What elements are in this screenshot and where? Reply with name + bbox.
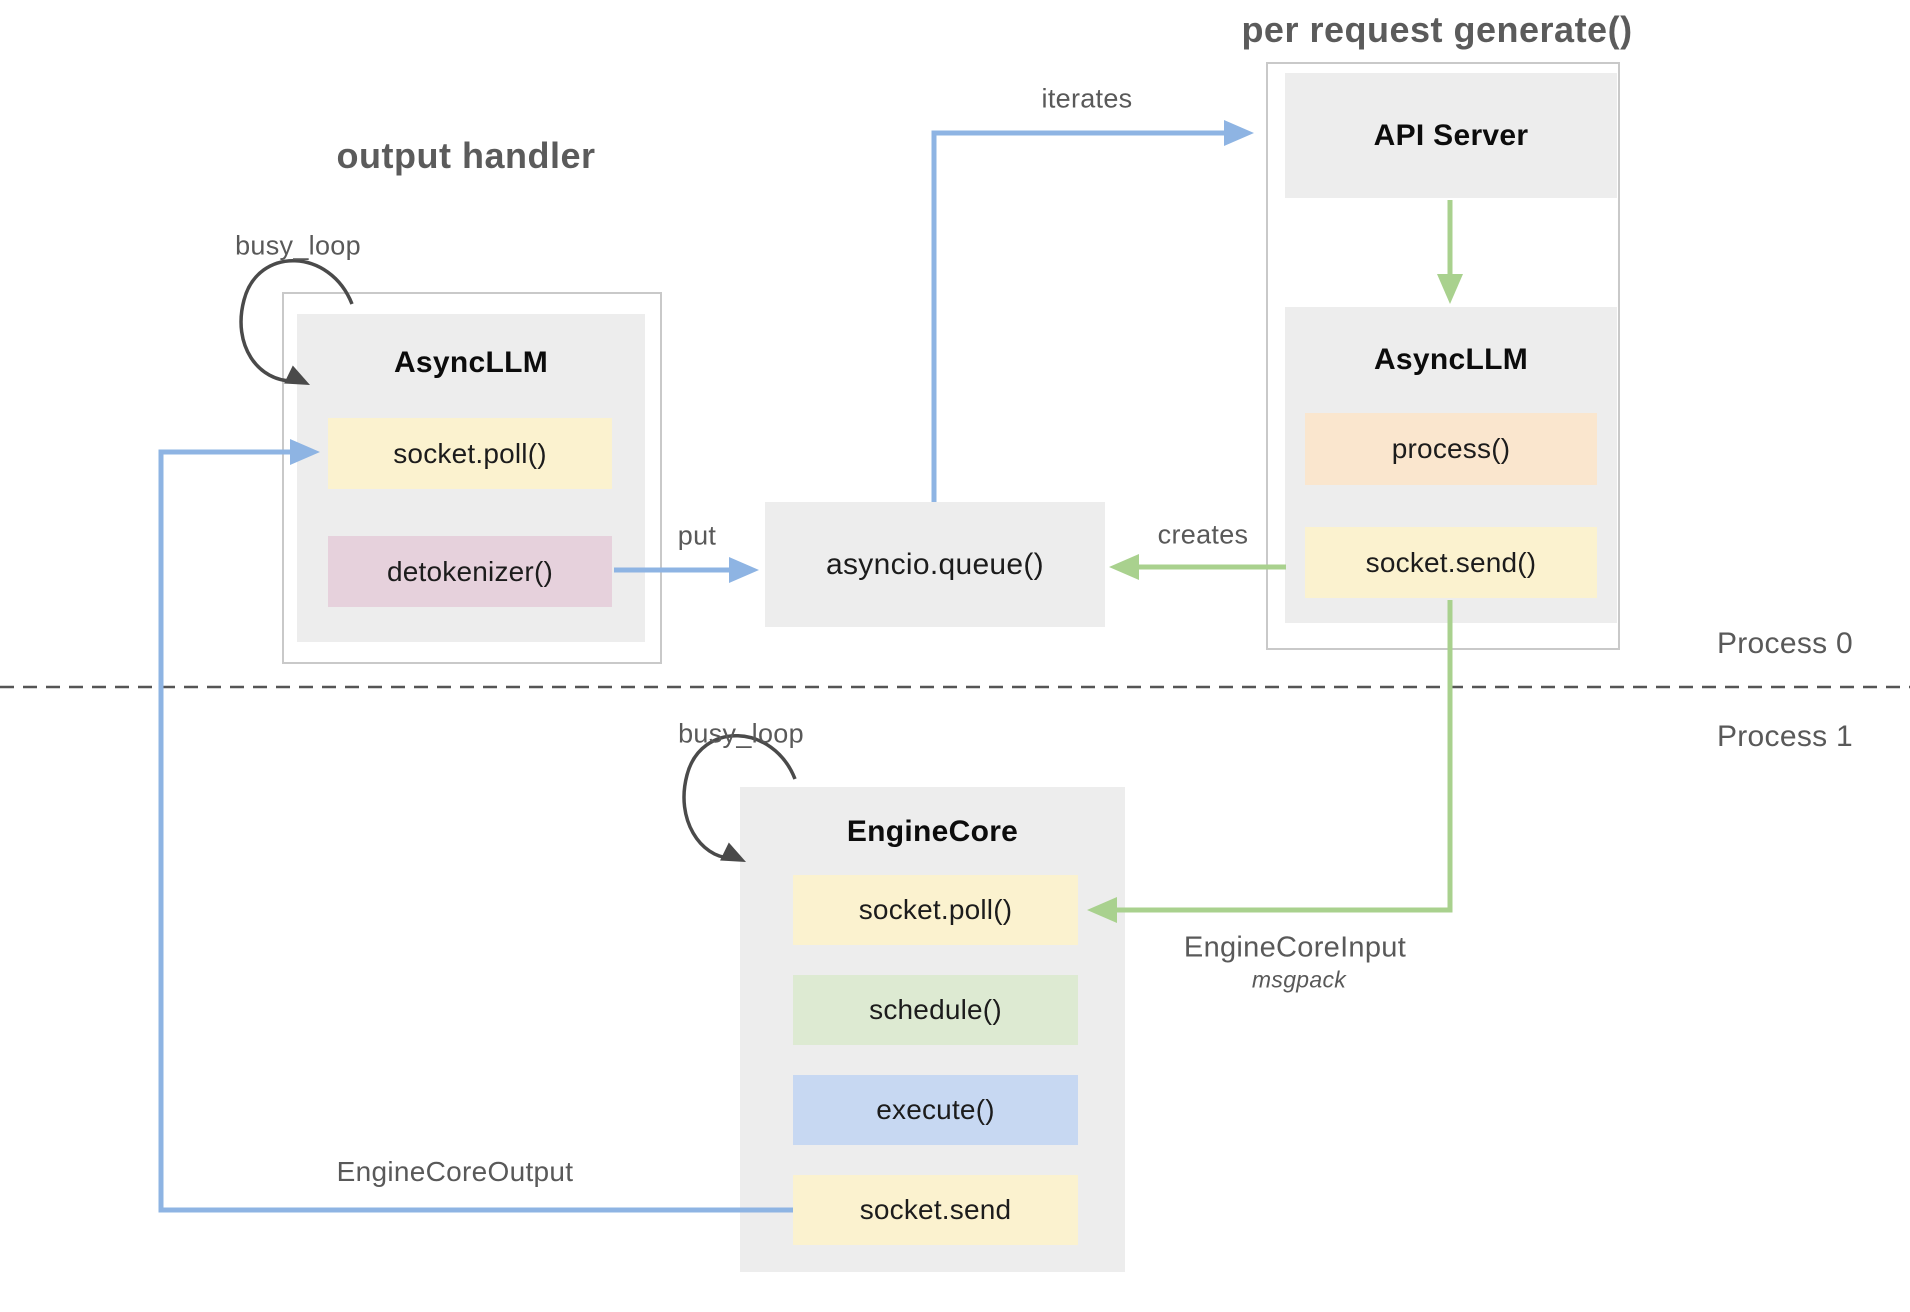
iterates-arrow	[931, 120, 1254, 502]
engine-core-title: EngineCore	[846, 815, 1019, 848]
engine-core-execute: execute()	[793, 1075, 1078, 1145]
async-llm-right-title: AsyncLLM	[1373, 343, 1529, 376]
per-request-generate-title: per request generate()	[1241, 9, 1633, 50]
async-llm-right-process: process()	[1305, 413, 1597, 485]
api-server-box: API Server	[1285, 73, 1617, 198]
busy-loop-bottom-label: busy_loop	[678, 718, 804, 749]
engine-core-socket-poll: socket.poll()	[793, 875, 1078, 945]
msgpack-label: msgpack	[1251, 966, 1347, 993]
engine-core-output-label: EngineCoreOutput	[336, 1156, 574, 1187]
process-0-label: Process 0	[1716, 627, 1854, 660]
async-llm-left-title: AsyncLLM	[393, 346, 549, 379]
process-1-label: Process 1	[1716, 720, 1854, 753]
engine-core-input-label: EngineCoreInput	[1183, 931, 1407, 964]
iterates-label: iterates	[1041, 83, 1133, 114]
engine-core-socket-send: socket.send	[793, 1175, 1078, 1245]
async-llm-right-socket-send: socket.send()	[1305, 527, 1597, 598]
async-llm-left-socket-poll: socket.poll()	[328, 418, 612, 489]
async-llm-left-detokenizer: detokenizer()	[328, 536, 612, 607]
busy-loop-left-label: busy_loop	[235, 230, 361, 261]
output-handler-title: output handler	[336, 135, 596, 176]
put-label: put	[677, 520, 717, 551]
asyncio-queue-box: asyncio.queue()	[765, 502, 1105, 627]
creates-label: creates	[1157, 519, 1249, 550]
engine-core-schedule: schedule()	[793, 975, 1078, 1045]
